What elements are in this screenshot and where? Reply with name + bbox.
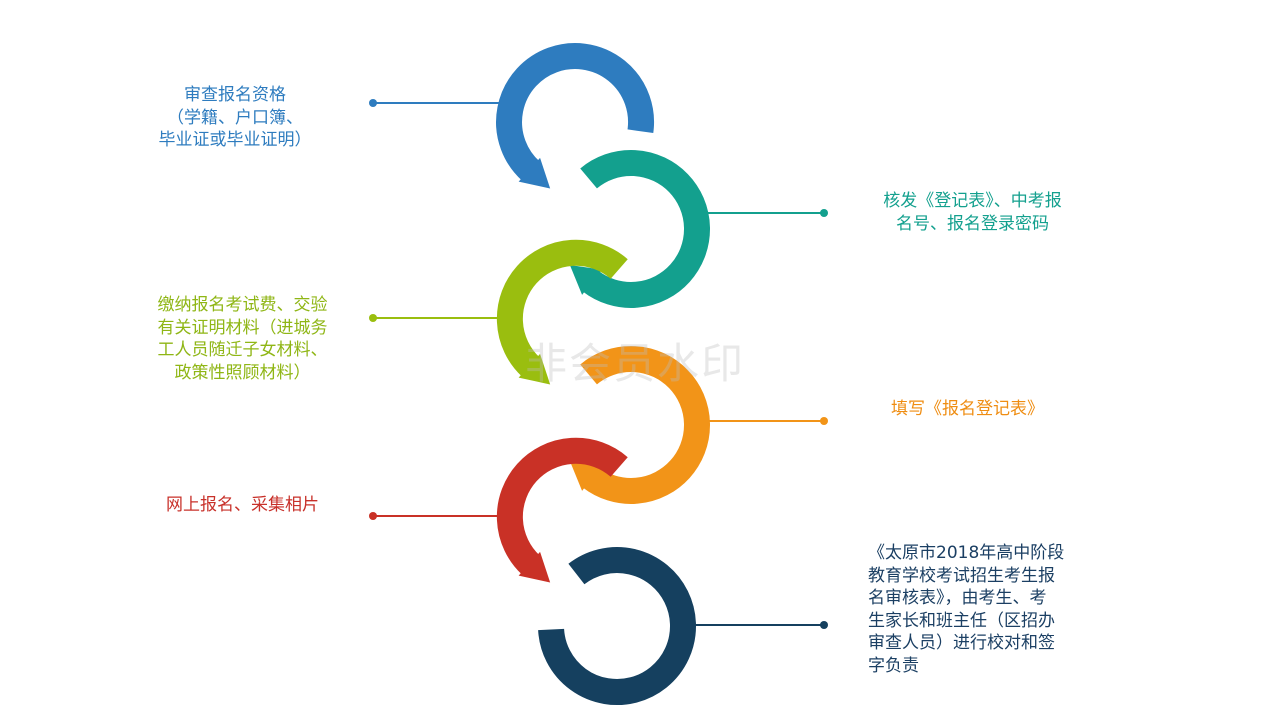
step-6-label-line: 字负责 <box>868 655 919 676</box>
step-3-label: 缴纳报名考试费、交验有关证明材料（进城务工人员随迁子女材料、政策性照顾材料） <box>140 294 345 384</box>
step-1-label-line: 审查报名资格 <box>184 85 286 105</box>
step-5-arrow-head <box>518 551 551 583</box>
step-6-label-line: 审查人员）进行校对和签 <box>868 633 1055 653</box>
step-1-label-line: 毕业证或毕业证明） <box>158 130 312 150</box>
step-2-connector-dot <box>820 209 828 217</box>
step-4-connector-dot <box>820 417 828 425</box>
step-3-connector-dot <box>369 314 377 322</box>
step-4-arrow-head <box>569 461 602 491</box>
step-2-arc <box>580 149 710 308</box>
step-6-label-line: 教育学校考试招生考生报 <box>868 565 1055 586</box>
step-3-label-line: 缴纳报名考试费、交验 <box>157 295 328 315</box>
step-3-label-line: 有关证明材料（进城务 <box>157 317 328 338</box>
step-2-label: 核发《登记表》、中考报名号、报名登录密码 <box>860 190 1085 235</box>
step-1-arc <box>496 43 654 181</box>
step-1-connector-dot <box>369 99 377 107</box>
step-3-label-line: 政策性照顾材料） <box>174 362 311 383</box>
step-5-label-line: 网上报名、采集相片 <box>166 495 319 515</box>
step-3-arc <box>496 239 628 377</box>
step-4-arc <box>580 345 710 504</box>
step-3-label-line: 工人员随迁子女材料、 <box>157 340 328 360</box>
step-5-arc <box>496 437 628 575</box>
step-6-label: 《太原市2018年高中阶段教育学校考试招生考生报名审核表》，由考生、考生家长和班… <box>868 542 1093 677</box>
step-3-arrow-head <box>518 353 551 385</box>
step-6-label-line: 生家长和班主任（区招办 <box>868 610 1055 631</box>
step-1-arrow-head <box>518 157 551 189</box>
watermark-text: 非会员水印 <box>525 339 746 388</box>
step-2-label-line: 核发《登记表》、中考报 <box>883 191 1062 211</box>
step-4-label-line: 填写《报名登记表》 <box>891 399 1044 419</box>
step-6-label-line: 《太原市2018年高中阶段 <box>868 543 1065 563</box>
step-1-label: 审查报名资格（学籍、户口簿、毕业证或毕业证明） <box>140 84 330 152</box>
step-2-label-line: 名号、报名登录密码 <box>896 213 1049 234</box>
step-1-label-line: （学籍、户口簿、 <box>167 107 303 128</box>
step-2-arrow-head <box>569 265 602 295</box>
step-6-label-line: 名审核表》，由考生、考 <box>868 588 1047 608</box>
step-4-label: 填写《报名登记表》 <box>880 398 1055 421</box>
step-5-connector-dot <box>369 512 377 520</box>
step-6-arc <box>538 547 696 706</box>
step-6-connector-dot <box>820 621 828 629</box>
step-5-label: 网上报名、采集相片 <box>150 494 335 517</box>
